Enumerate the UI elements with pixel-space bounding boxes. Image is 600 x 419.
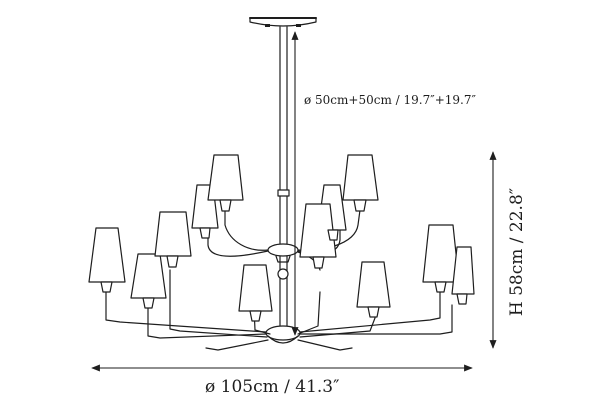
lamp-shade xyxy=(451,246,475,295)
candle-socket xyxy=(434,281,447,293)
lamp-shade xyxy=(342,154,379,201)
candle-sockets xyxy=(100,199,468,322)
lamp-shade xyxy=(207,154,244,201)
candle-socket xyxy=(199,227,211,239)
lamp-shade xyxy=(130,253,167,299)
lamp-shade xyxy=(238,264,273,312)
rod-length-label: ø 50cm+50cm / 19.7″+19.7″ xyxy=(304,93,476,107)
lamp-shade xyxy=(299,203,337,258)
candle-socket xyxy=(327,229,339,241)
chandelier-outline xyxy=(88,17,475,351)
width-label: ø 105cm / 41.3″ xyxy=(205,377,340,397)
lamp-shade xyxy=(88,227,126,283)
candle-socket xyxy=(456,293,468,305)
upper-hub xyxy=(267,243,299,280)
height-label: H 58cm / 22.8″ xyxy=(507,187,527,317)
lower-arms xyxy=(105,269,453,351)
candle-socket xyxy=(166,255,179,268)
lamp-shade xyxy=(154,211,192,257)
candle-socket xyxy=(353,199,367,212)
candle-socket xyxy=(312,256,325,269)
dimension-lines xyxy=(91,31,497,372)
candle-socket xyxy=(249,310,262,322)
central-rod xyxy=(277,26,290,336)
candle-socket xyxy=(367,306,380,318)
lamp-shades xyxy=(88,154,475,312)
lamp-shade xyxy=(356,261,391,308)
candle-socket xyxy=(100,281,113,293)
candle-socket xyxy=(142,297,155,309)
ceiling-canopy xyxy=(249,17,317,27)
candle-socket xyxy=(219,199,232,212)
